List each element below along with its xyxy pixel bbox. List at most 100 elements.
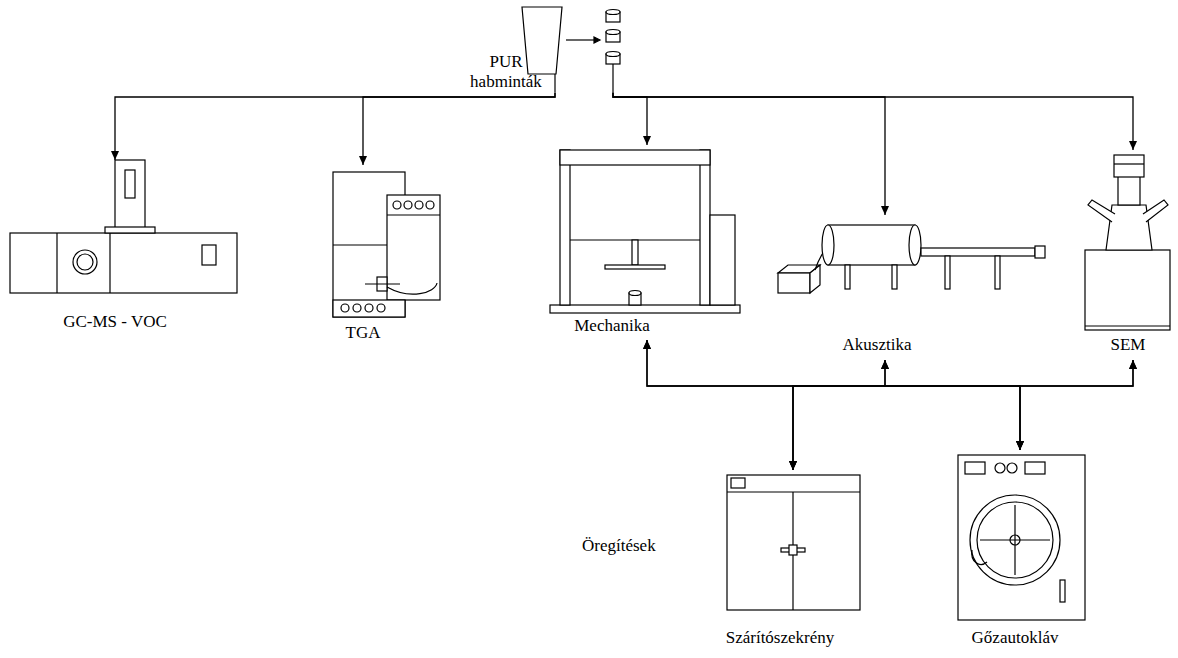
circle-part xyxy=(377,304,385,312)
ellipse-part xyxy=(822,225,834,265)
caption-box: TGA xyxy=(263,323,463,343)
connector-arrow xyxy=(115,93,555,160)
shape-part xyxy=(995,256,1000,289)
shape-part xyxy=(1085,250,1170,330)
caption-box: Mechanika xyxy=(512,316,712,336)
shape-part xyxy=(1118,175,1140,205)
connector-arrow xyxy=(1020,360,1133,450)
caption-box: PUR habminták xyxy=(468,52,544,91)
instrument-node: Szárítószekrény xyxy=(705,470,865,655)
circle-part xyxy=(426,201,434,209)
caption-box: Akusztika xyxy=(777,335,977,355)
instrument-illustration xyxy=(1078,150,1175,360)
line-part xyxy=(109,233,110,293)
shape-part xyxy=(125,170,135,198)
shape-part xyxy=(105,227,155,233)
instrument-caption: Gőzautokláv xyxy=(972,628,1059,647)
path-part xyxy=(566,39,598,40)
circle-part xyxy=(970,495,1060,585)
ellipse-part xyxy=(606,30,620,35)
connector-arrow xyxy=(793,360,885,470)
instrument-caption: TGA xyxy=(346,323,381,342)
ellipse-part xyxy=(606,52,620,57)
shape-part xyxy=(115,160,145,228)
circle-part xyxy=(73,250,97,274)
path-part xyxy=(387,283,437,294)
instrument-caption: Szárítószekrény xyxy=(726,628,835,647)
path-part xyxy=(972,550,987,564)
line-part xyxy=(1114,163,1144,164)
instrument-caption: GC-MS - VOC xyxy=(63,312,167,331)
shape-part xyxy=(789,545,797,555)
path-part xyxy=(1143,200,1168,222)
shape-part xyxy=(965,462,985,474)
instrument-node: SEM xyxy=(1078,150,1175,360)
circle-part xyxy=(393,201,401,209)
ellipse-part xyxy=(606,10,620,15)
ellipse-part xyxy=(629,291,641,296)
caption-box: Szárítószekrény xyxy=(680,628,880,648)
path-part xyxy=(1106,205,1152,250)
shape-part xyxy=(10,233,237,293)
path-part xyxy=(1088,200,1115,222)
connector-arrow xyxy=(793,360,1133,470)
shape-part xyxy=(1035,246,1045,258)
path-part xyxy=(594,37,600,43)
line-part xyxy=(387,214,440,215)
shape-part xyxy=(731,478,745,488)
instrument-node: Gőzautokláv xyxy=(945,450,1090,655)
circle-part xyxy=(995,463,1005,473)
shape-part xyxy=(845,265,850,289)
instrument-node: Akusztika xyxy=(770,215,1055,360)
instrument-illustration xyxy=(325,165,450,345)
line-part xyxy=(365,283,400,284)
connector-arrow xyxy=(613,93,1133,150)
instrument-node: TGA xyxy=(325,165,450,345)
instrument-caption: SEM xyxy=(1111,335,1146,354)
shape-part xyxy=(1025,462,1045,474)
line-part xyxy=(1085,325,1170,326)
caption-box: SEM xyxy=(1028,335,1178,355)
instrument-illustration xyxy=(705,470,865,655)
instrument-node: PUR habminták xyxy=(470,2,630,93)
circle-part xyxy=(365,304,373,312)
shape-part xyxy=(632,240,638,265)
shape-part xyxy=(560,150,570,305)
circle-part xyxy=(77,254,93,270)
connector-arrow xyxy=(613,93,647,145)
instrument-caption: PUR habminták xyxy=(470,52,542,91)
shape-part xyxy=(778,273,810,293)
circle-part xyxy=(977,502,1053,578)
instrument-illustration xyxy=(945,450,1090,655)
circle-part xyxy=(404,201,412,209)
ellipse-part xyxy=(909,225,921,265)
connector-arrow xyxy=(647,340,793,470)
shape-part xyxy=(958,455,1085,620)
shape-part xyxy=(921,248,1035,256)
shape-part xyxy=(710,215,735,305)
instrument-node: GC-MS - VOC xyxy=(5,160,240,340)
instrument-illustration xyxy=(545,145,745,340)
shape-part xyxy=(828,225,915,265)
shape-part xyxy=(945,256,950,289)
shape-part xyxy=(892,265,897,289)
circle-part xyxy=(1007,463,1017,473)
circle-part xyxy=(415,201,423,209)
shape-part xyxy=(700,150,710,305)
shape-part xyxy=(550,305,740,313)
group-label-box: Öregítések xyxy=(582,536,656,556)
shape-part xyxy=(1060,580,1065,602)
caption-box: GC-MS - VOC xyxy=(15,312,215,332)
shape-part xyxy=(202,245,216,265)
line-part xyxy=(56,233,57,293)
connector-arrow xyxy=(647,340,1020,450)
circle-part xyxy=(353,304,361,312)
line-part xyxy=(333,244,387,245)
instrument-illustration xyxy=(770,215,1055,360)
circle-part xyxy=(341,304,349,312)
line-part xyxy=(554,74,555,92)
shape-part xyxy=(727,475,860,610)
shape-part xyxy=(1114,155,1144,177)
line-part xyxy=(612,64,613,92)
